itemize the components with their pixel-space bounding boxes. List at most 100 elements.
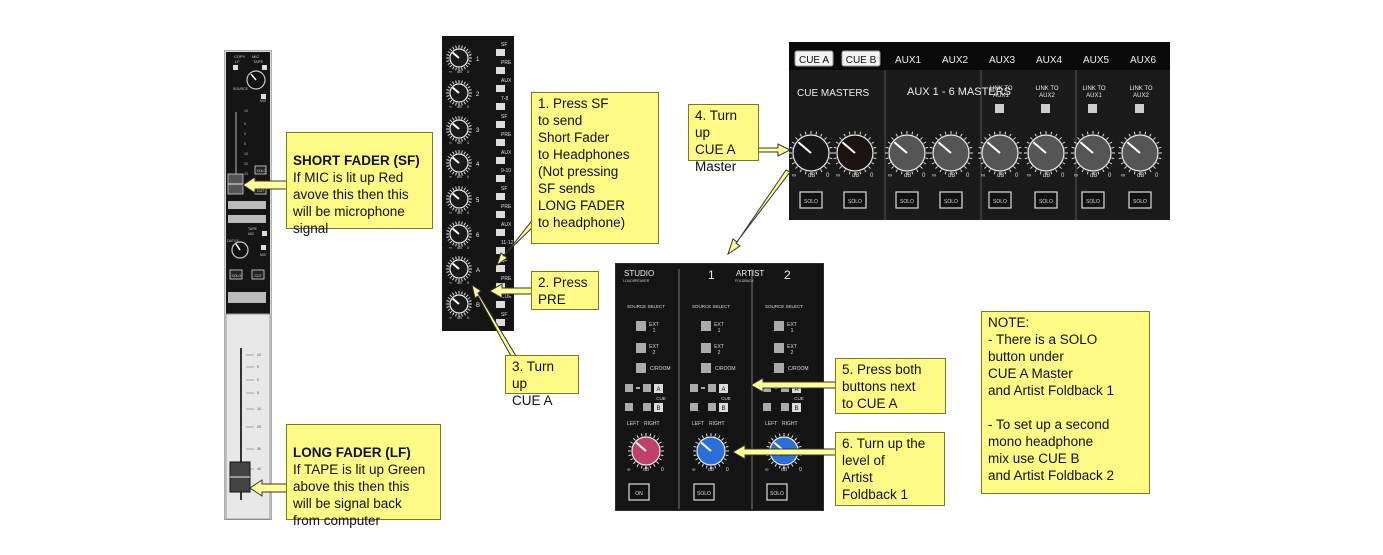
aux-knob-B[interactable] bbox=[446, 291, 472, 317]
mic-tape-button[interactable] bbox=[262, 65, 267, 70]
aux-master-2-knob[interactable] bbox=[929, 131, 973, 175]
artist-2-cue-label: CUE bbox=[794, 396, 804, 401]
svg-text:CUT: CUT bbox=[255, 274, 263, 278]
aux-sf-button[interactable] bbox=[496, 265, 505, 272]
aux-9-10-button[interactable] bbox=[496, 175, 505, 182]
master-scale-min: ∞ bbox=[981, 173, 985, 179]
copy-button[interactable] bbox=[233, 65, 238, 70]
artist-2-croom-button[interactable] bbox=[774, 363, 784, 373]
artist-1-level-knob[interactable] bbox=[693, 433, 729, 469]
studio-ext2-button[interactable] bbox=[636, 343, 646, 353]
aux-master-1-knob[interactable] bbox=[885, 131, 929, 175]
tab-cue-a[interactable] bbox=[794, 50, 834, 67]
tab-aux1[interactable] bbox=[888, 50, 928, 67]
master-solo-button[interactable] bbox=[1034, 191, 1058, 209]
tab-aux6[interactable] bbox=[1123, 50, 1163, 67]
aux-scale-mid: dB bbox=[457, 69, 462, 74]
link-button[interactable] bbox=[995, 104, 1004, 113]
artist-1-cue-b-button-2[interactable] bbox=[708, 403, 716, 411]
master-solo-button[interactable] bbox=[799, 191, 823, 209]
aux-pre-button[interactable] bbox=[496, 67, 505, 74]
master-solo-button[interactable] bbox=[895, 191, 919, 209]
studio-cue-a-button[interactable] bbox=[625, 384, 633, 392]
master-solo-button[interactable] bbox=[1128, 191, 1152, 209]
artist-2-left-label: LEFT bbox=[765, 421, 777, 427]
artist-1-croom-button[interactable] bbox=[701, 363, 711, 373]
studio-cue-b-button-2[interactable] bbox=[643, 403, 651, 411]
link-button[interactable] bbox=[1088, 104, 1097, 113]
artist-2-cue-b-button[interactable] bbox=[763, 403, 771, 411]
aux-master-6-knob[interactable] bbox=[1118, 131, 1162, 175]
aux-knob-A[interactable] bbox=[446, 256, 472, 282]
aux-pre-button[interactable] bbox=[496, 211, 505, 218]
artist-1-solo-button[interactable] bbox=[693, 483, 715, 501]
link-button[interactable] bbox=[1041, 104, 1050, 113]
studio-ext1-button[interactable] bbox=[636, 321, 646, 331]
studio-on-button[interactable] bbox=[628, 483, 650, 501]
sf-solo-button[interactable] bbox=[254, 165, 267, 175]
tab-aux2[interactable] bbox=[935, 50, 975, 67]
master-solo-button[interactable] bbox=[939, 191, 963, 209]
tab-aux4[interactable] bbox=[1029, 50, 1069, 67]
aux-knob-4[interactable] bbox=[446, 150, 472, 176]
aux-knob-1[interactable] bbox=[446, 45, 472, 71]
tab-cue-b[interactable] bbox=[841, 50, 881, 67]
aux-aux-button[interactable] bbox=[496, 229, 505, 236]
tab-label: AUX6 bbox=[1130, 55, 1157, 66]
master-solo-button[interactable] bbox=[1081, 191, 1105, 209]
artist-1-ext2-button[interactable] bbox=[701, 343, 711, 353]
artist-2-solo-button[interactable] bbox=[766, 483, 788, 501]
tape-mic-button[interactable] bbox=[262, 231, 267, 236]
aux-sf-button[interactable] bbox=[496, 193, 505, 200]
mix-label: MIX bbox=[260, 99, 267, 103]
aux-button-label: SF bbox=[501, 114, 507, 120]
step5-note: 5. Press both buttons next to CUE A bbox=[835, 358, 946, 414]
artist-1-cue-b-button[interactable] bbox=[690, 403, 698, 411]
aux-knob-6[interactable] bbox=[446, 221, 472, 247]
aux-aux-button[interactable] bbox=[496, 85, 505, 92]
studio-level-knob[interactable] bbox=[628, 433, 664, 469]
sf-scale: 10 5 0 5 10 20 40 bbox=[244, 109, 248, 176]
master-scale-max: 0 bbox=[1108, 173, 1112, 179]
artist-1-cue-a-button-2[interactable] bbox=[708, 384, 716, 392]
studio-cue-a-button-2[interactable] bbox=[643, 384, 651, 392]
master-to-foldback-arrow bbox=[727, 169, 791, 256]
aux-master-5-knob[interactable] bbox=[1071, 131, 1115, 175]
master-solo-button[interactable] bbox=[988, 191, 1012, 209]
studio-cue-b-button[interactable] bbox=[625, 403, 633, 411]
artist-1-cue-a-button[interactable] bbox=[690, 384, 698, 392]
artist-1-ext1-button[interactable] bbox=[701, 321, 711, 331]
aux-11-12-button[interactable] bbox=[496, 247, 505, 254]
aux-knob-5[interactable] bbox=[446, 186, 472, 212]
aux-sf-button[interactable] bbox=[496, 49, 505, 56]
tab-aux3[interactable] bbox=[982, 50, 1022, 67]
aux-sf-button[interactable] bbox=[496, 319, 505, 326]
cue-a-master-knob[interactable] bbox=[789, 131, 833, 175]
aux-master-4-knob[interactable] bbox=[1024, 131, 1068, 175]
aux-master-3-knob[interactable] bbox=[978, 131, 1022, 175]
aux-sf-button[interactable] bbox=[496, 121, 505, 128]
aux-pre-button[interactable] bbox=[496, 139, 505, 146]
lf-cut-button[interactable] bbox=[251, 269, 265, 280]
tape-label: TAPE bbox=[253, 59, 263, 64]
aux-knob-3[interactable] bbox=[446, 116, 472, 142]
aux-aux-button[interactable] bbox=[496, 157, 505, 164]
cue-b-master-knob[interactable] bbox=[833, 131, 877, 175]
artist-2-ext1-button[interactable] bbox=[774, 321, 784, 331]
lf-solo-button[interactable] bbox=[229, 269, 243, 280]
master-scale-max: 0 bbox=[870, 173, 874, 179]
artist-2-ext2-button[interactable] bbox=[774, 343, 784, 353]
tab-aux5[interactable] bbox=[1076, 50, 1116, 67]
studio-croom-button[interactable] bbox=[636, 363, 646, 373]
aux-7-8-button[interactable] bbox=[496, 103, 505, 110]
aux-knob-2[interactable] bbox=[446, 80, 472, 106]
mix-button[interactable] bbox=[261, 94, 266, 99]
short-fader-note: SHORT FADER (SF)If MIC is lit up Red avo… bbox=[286, 132, 433, 236]
link-button[interactable] bbox=[1135, 104, 1144, 113]
master-solo-button[interactable] bbox=[843, 191, 867, 209]
mix-select-button[interactable] bbox=[261, 245, 266, 250]
aux-cue-button[interactable] bbox=[496, 301, 505, 308]
master-scale-max: 0 bbox=[966, 173, 970, 179]
artist-2-cue-b-button-2[interactable] bbox=[781, 403, 789, 411]
master-solo-label: SOLO bbox=[1086, 199, 1100, 205]
